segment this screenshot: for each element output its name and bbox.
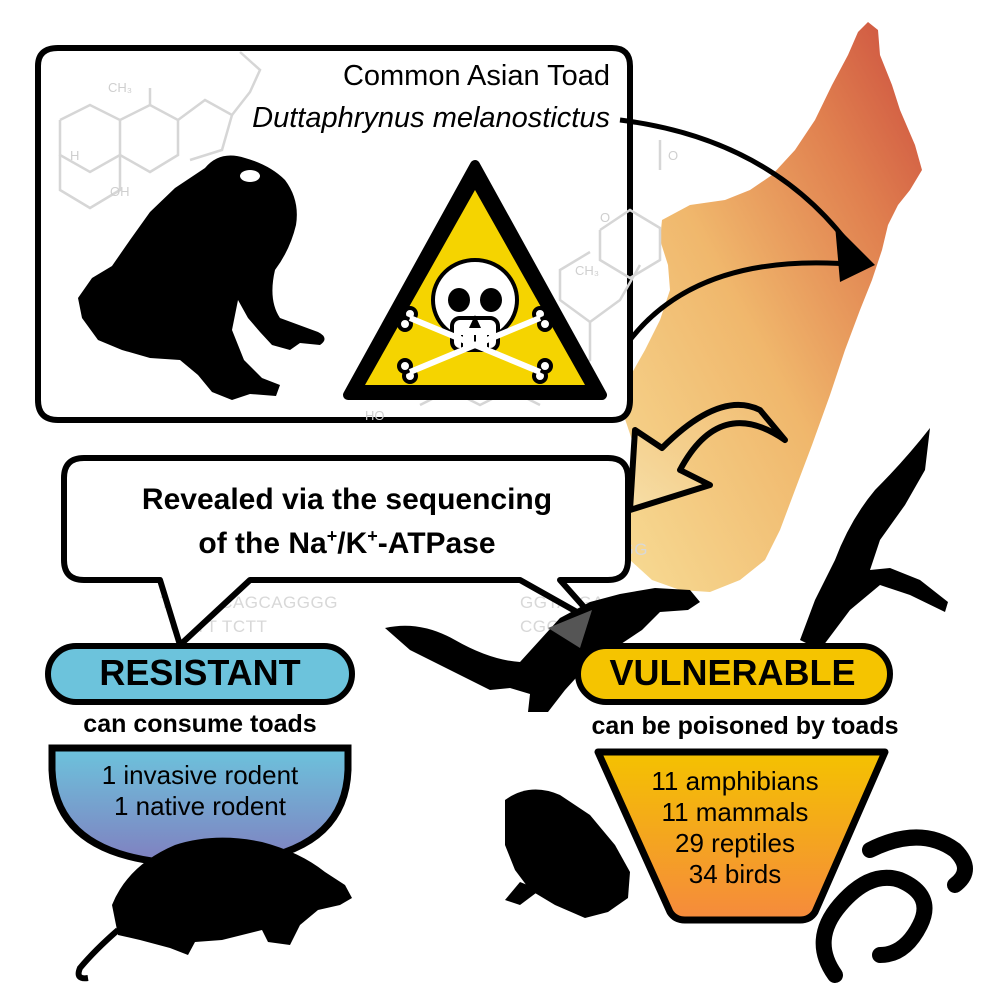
- chem-label: HO: [365, 408, 385, 423]
- vulnerable-label: VULNERABLE: [609, 652, 856, 693]
- superscript-plus: +: [326, 526, 338, 546]
- tenrec-silhouette: [385, 588, 700, 712]
- species-common-name: Common Asian Toad: [342, 60, 610, 92]
- rat-silhouette: [75, 837, 352, 982]
- list-item: 11 amphibians: [651, 766, 819, 796]
- chem-label: CH₃: [108, 80, 132, 95]
- vulnerable-badge: [575, 643, 893, 705]
- resistant-label: RESISTANT: [99, 652, 301, 693]
- sequencing-line1: Revealed via the sequencing: [141, 483, 553, 516]
- map-arrow-icon: [627, 401, 788, 513]
- vulnerable-subtitle: can be poisoned by toads: [591, 712, 899, 740]
- resistant-badge: [45, 643, 355, 705]
- chem-label: H: [70, 148, 79, 163]
- sequencing-text: Revealed via the sequencing of the Na+/K…: [62, 478, 632, 566]
- chem-label: O: [668, 148, 678, 163]
- arrowhead-icon: [835, 225, 875, 282]
- list-item: 1 native rodent: [113, 791, 286, 821]
- vulnerable-list: 11 amphibians 11 mammals 29 reptiles 34 …: [615, 766, 855, 890]
- superscript-plus: +: [367, 526, 378, 546]
- list-item: 29 reptiles: [675, 828, 795, 858]
- species-latin-name: Duttaphrynus melanostictus: [252, 102, 610, 134]
- chem-label: OH: [110, 184, 130, 199]
- chem-label: CH₃: [575, 263, 599, 278]
- sequencing-callout: [61, 455, 631, 648]
- toad-silhouette: [78, 155, 325, 400]
- skull-crossbones-warning-icon: [343, 160, 607, 400]
- frog-silhouette: [505, 789, 630, 918]
- line2-mid: /K: [337, 527, 368, 560]
- arrow-tip-icon: [548, 610, 592, 648]
- resistant-subtitle: can consume toads: [83, 710, 317, 738]
- list-item: 34 birds: [688, 859, 782, 889]
- snake-silhouette: [815, 829, 973, 983]
- line2-prefix: of the Na: [198, 527, 327, 560]
- line2-suffix: -ATPase: [377, 527, 496, 560]
- resistant-list: 1 invasive rodent 1 native rodent: [60, 760, 340, 822]
- list-item: 1 invasive rodent: [101, 760, 299, 790]
- list-item: 11 mammals: [661, 797, 809, 827]
- bird-silhouette: [800, 428, 948, 650]
- sequencing-line2: of the Na+/K+-ATPase: [62, 522, 632, 566]
- vulnerable-trapezoid: [594, 748, 889, 924]
- chem-label: O: [600, 210, 610, 225]
